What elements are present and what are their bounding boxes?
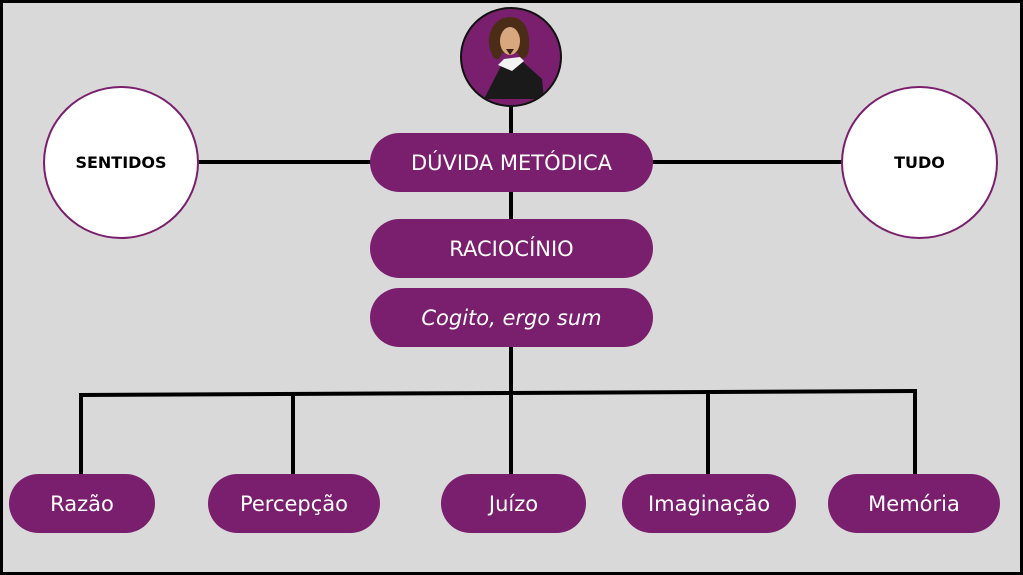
faculty-label: Percepção (239, 491, 349, 516)
faculty-label: Razão (50, 491, 114, 516)
reasoning-node: RACIOCÍNIO (370, 219, 653, 278)
faculty-node-percepcao: Percepção (208, 474, 380, 533)
faculty-node-memoria: Memória (828, 474, 1000, 533)
faculty-node-imaginacao: Imaginação (622, 474, 796, 533)
faculty-label: Memória (868, 491, 960, 516)
cogito-node: Cogito, ergo sum (370, 288, 653, 347)
connector-branch-bar (78, 389, 918, 397)
everything-label: TUDO (894, 153, 945, 172)
senses-circle: SENTIDOS (43, 86, 199, 239)
faculty-node-juizo: Juízo (441, 474, 586, 533)
faculty-node-razao: Razão (9, 474, 155, 533)
faculty-label: Juízo (488, 491, 539, 516)
senses-label: SENTIDOS (75, 153, 167, 172)
methodic-doubt-node: DÚVIDA METÓDICA (370, 133, 653, 192)
reasoning-label: RACIOCÍNIO (449, 236, 574, 261)
cogito-label: Cogito, ergo sum (421, 305, 602, 330)
descartes-portrait-icon (460, 7, 562, 107)
everything-circle: TUDO (841, 86, 998, 239)
faculty-label: Imaginação (647, 491, 771, 516)
methodic-doubt-label: DÚVIDA METÓDICA (410, 150, 613, 175)
